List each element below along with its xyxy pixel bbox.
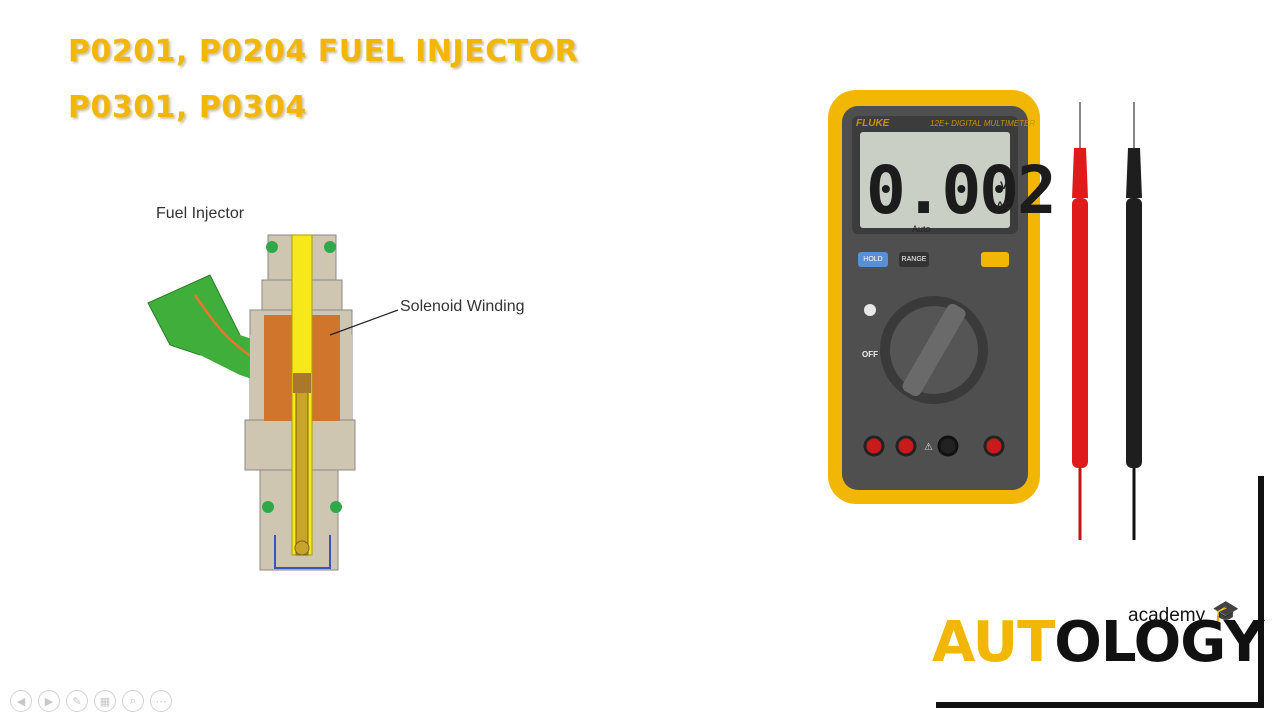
unit-volts: V [1000, 180, 1008, 192]
slide-title-line-1: P0201, P0204 FUEL INJECTOR [68, 34, 579, 69]
auto-range-indicator: Auto [912, 224, 931, 234]
zoom-icon[interactable]: ⌕ [122, 690, 144, 712]
multimeter-reading: 0.002 [866, 152, 1057, 229]
unit-ac: AC [996, 200, 1012, 212]
multimeter-brand: FLUKE [856, 118, 890, 129]
slideshow-controls: ◀ ▶ ✎ ▦ ⌕ ⋯ [10, 690, 172, 712]
logo-gear-o: O [1054, 610, 1102, 675]
logo-academy-text: academy [1128, 605, 1206, 626]
backlight-button [981, 252, 1009, 267]
logo-frame-horizontal [936, 702, 1264, 708]
logo-word-light: AUT [932, 610, 1055, 675]
solenoid-winding-label: Solenoid Winding [400, 298, 525, 315]
graduation-cap-icon: 🎓 [1212, 600, 1240, 625]
hold-button: HOLD [858, 252, 888, 267]
logo-wordmark: AUTOLOGY [932, 610, 1265, 675]
multimeter-illustration: ⚠ [828, 90, 1142, 540]
logo-frame-vertical [1258, 476, 1264, 708]
prev-slide-icon[interactable]: ◀ [10, 690, 32, 712]
range-button: RANGE [899, 252, 929, 267]
next-slide-icon[interactable]: ▶ [38, 690, 60, 712]
off-label: OFF [862, 350, 878, 359]
slides-grid-icon[interactable]: ▦ [94, 690, 116, 712]
fuel-injector-diagram: Fuel Injector Solenoid Winding [140, 195, 560, 585]
multimeter-model: 12E+ DIGITAL MULTIMETER [930, 119, 1036, 128]
slide-title-line-2: P0301, P0304 [68, 90, 307, 125]
logo-word-dark: LOGY [1100, 610, 1265, 675]
more-options-icon[interactable]: ⋯ [150, 690, 172, 712]
fuel-injector-label: Fuel Injector [156, 205, 245, 222]
digital-multimeter: ⚠ OFF [826, 88, 1176, 548]
pen-icon[interactable]: ✎ [66, 690, 88, 712]
fuel-injector-illustration [147, 234, 399, 571]
svg-text:⚠: ⚠ [924, 442, 933, 453]
